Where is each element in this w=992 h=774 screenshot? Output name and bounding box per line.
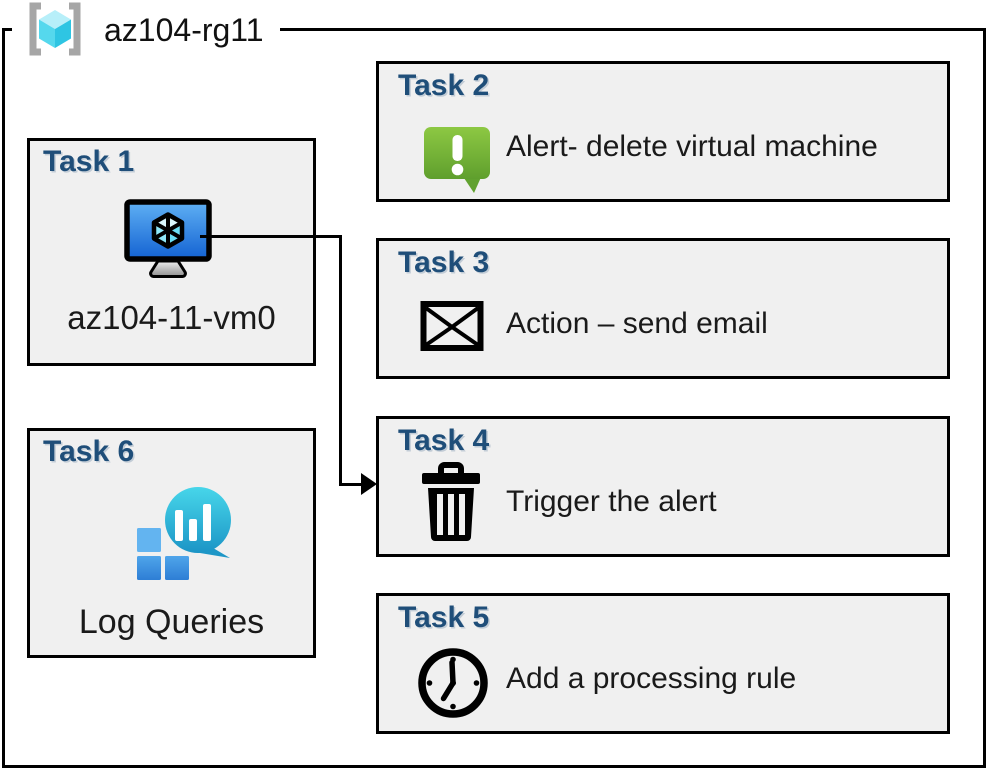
task-6-title: Task 6 <box>43 435 135 468</box>
task-3-title: Task 3 <box>398 246 490 279</box>
resource-group-icon <box>29 2 81 56</box>
log-queries-icon <box>137 487 231 580</box>
task-5-title: Task 5 <box>398 601 490 634</box>
virtual-machine-icon <box>124 199 212 278</box>
email-envelope-icon <box>420 301 484 351</box>
log-queries-label: Log Queries <box>78 603 265 641</box>
task-4-title: Task 4 <box>398 424 490 457</box>
task-2-title: Task 2 <box>398 69 490 102</box>
task-1-title: Task 1 <box>43 145 135 178</box>
task-3-description: Action – send email <box>506 307 768 340</box>
task-5-box: Task 5 Add a processing rule <box>376 593 950 734</box>
task-1-box: Task 1 az104-11-vm0 <box>27 138 316 366</box>
connector-line-vertical <box>339 235 342 486</box>
connector-arrowhead-icon <box>361 473 377 495</box>
alert-message-icon <box>424 127 490 193</box>
resource-group-name: az104-rg11 <box>104 12 264 48</box>
task-2-box: Task 2 Alert- delete virtual machine <box>376 61 950 202</box>
resource-group-header: az104-rg11 <box>12 0 280 58</box>
task-4-description: Trigger the alert <box>506 485 717 518</box>
task-3-box: Task 3 Action – send email <box>376 238 950 379</box>
task-2-description: Alert- delete virtual machine <box>506 130 878 163</box>
trash-can-icon <box>422 462 480 541</box>
clock-icon <box>418 648 488 718</box>
task-5-description: Add a processing rule <box>506 662 797 695</box>
task-4-box: Task 4 Trigger the alert <box>376 416 950 557</box>
task-6-box: Task 6 Log Queries <box>27 428 316 658</box>
vm-name-label: az104-11-vm0 <box>67 299 276 336</box>
connector-line-horizontal-top <box>200 235 342 238</box>
connector-line-horizontal-bottom <box>339 483 364 486</box>
